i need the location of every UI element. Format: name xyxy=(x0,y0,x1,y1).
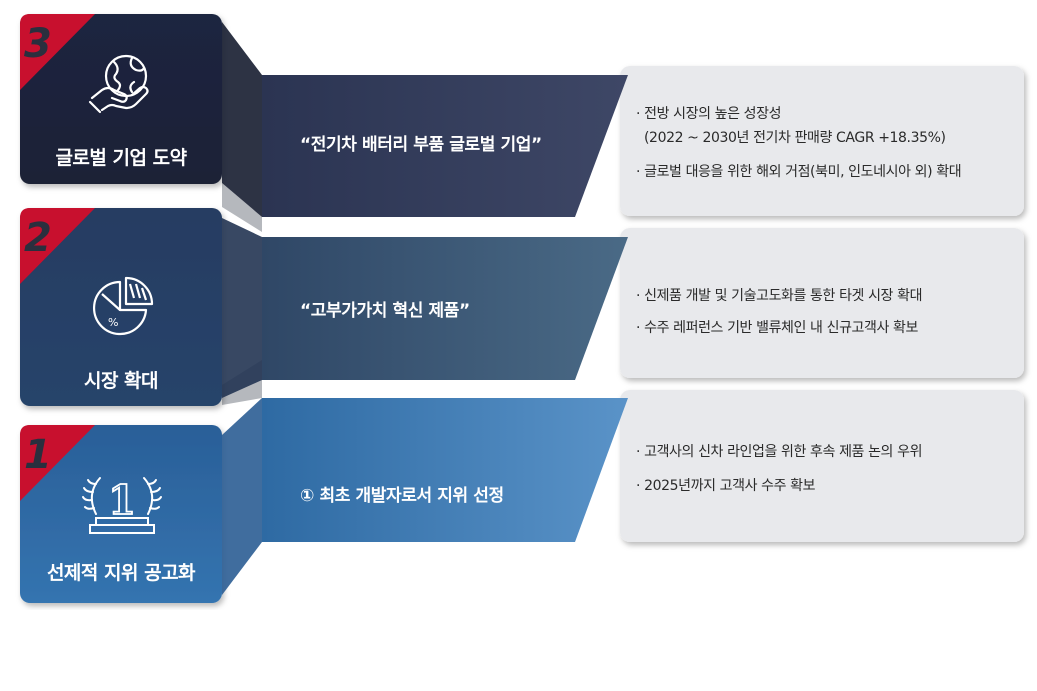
tile-side-1 xyxy=(222,398,262,595)
headline-3: “전기차 배터리 부품 글로벌 기업” xyxy=(300,132,542,158)
corner-accent-3 xyxy=(20,14,95,90)
bullet-card-3 xyxy=(620,66,1024,216)
headline-2: “고부가가치 혁신 제품” xyxy=(300,298,470,324)
globe-hand-icon xyxy=(88,54,149,114)
bullet-3-2: (2022 ~ 2030년 전기차 판매량 CAGR +18.35%) xyxy=(644,130,946,146)
pie-percent-label: % xyxy=(108,316,118,329)
headline-3-line-1: “전기차 배터리 부품 글로벌 기업” xyxy=(300,135,542,155)
bullet-card-2 xyxy=(620,228,1024,378)
step-tile-3 xyxy=(20,14,222,184)
step-tile-1 xyxy=(20,425,222,603)
headline-band-2 xyxy=(262,237,628,380)
step-title-3: 글로벌 기업 도약 xyxy=(55,147,187,169)
corner-accent-1 xyxy=(20,425,95,501)
roadmap-diagram-background xyxy=(20,14,1024,603)
trophy-laurel-icon: 1 xyxy=(82,476,162,534)
tile-side-3 xyxy=(222,22,262,217)
bullet-3-1: · 전방 시장의 높은 성장성 xyxy=(636,106,782,122)
bullet-card-1 xyxy=(620,390,1024,542)
trophy-number-label: 1 xyxy=(108,477,136,524)
bullet-1-1: · 고객사의 신차 라인업을 위한 후속 제품 논의 우위 xyxy=(636,444,923,460)
step-title-2: 시장 확대 xyxy=(83,370,159,392)
corner-accent-2 xyxy=(20,208,95,284)
bullet-2-2: · 수주 레퍼런스 기반 밸류체인 내 신규고객사 확보 xyxy=(636,320,919,336)
step-number-1: 1 xyxy=(24,432,52,478)
headline-1-line-3: 안정적 수익원 확보 xyxy=(300,642,456,662)
headline-1-line-1: ① 최초 개발자로서 지위 선정 xyxy=(300,486,504,506)
bullet-3-3: · 글로벌 대응을 위한 해외 거점(북미, 인도네시아 외) 확대 xyxy=(636,164,962,180)
step-title-1: 선제적 지위 공고화 xyxy=(46,562,196,584)
tile-side-2 xyxy=(222,218,262,398)
step-number-2: 2 xyxy=(24,215,52,261)
step-number-3: 3 xyxy=(24,21,52,67)
headline-band-3 xyxy=(262,75,628,217)
headline-1-line-2: ② 탄탄한 수주 잔고를 통한 xyxy=(300,564,489,584)
fold-connector-3-2 xyxy=(222,183,262,232)
headline-band-1 xyxy=(262,398,628,542)
pie-chart-icon: % xyxy=(92,276,154,336)
headline-2-line-1: “고부가가치 혁신 제품” xyxy=(300,301,470,321)
bullet-2-1: · 신제품 개발 및 기술고도화를 통한 타겟 시장 확대 xyxy=(636,288,923,304)
bullet-1-2: · 2025년까지 고객사 수주 확보 xyxy=(636,478,816,494)
headline-1: ① 최초 개발자로서 지위 선정 ② 탄탄한 수주 잔고를 통한 안정적 수익원… xyxy=(300,431,504,691)
